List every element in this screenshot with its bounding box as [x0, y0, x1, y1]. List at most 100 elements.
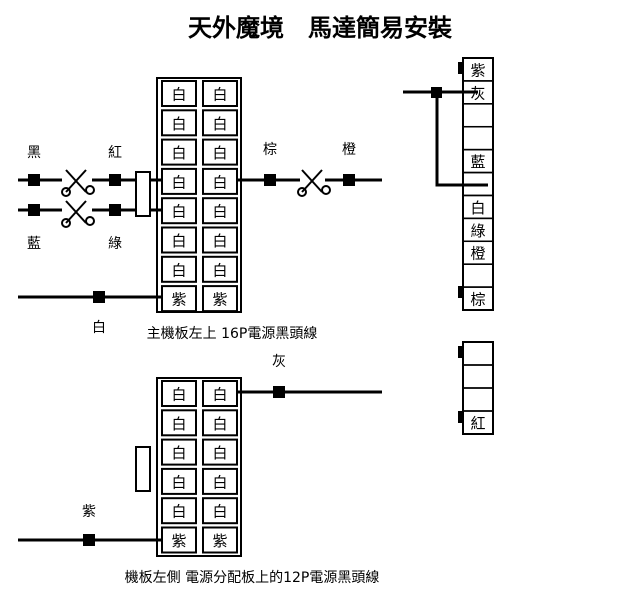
top-pin-left-label: 白 [171, 115, 186, 133]
motor-upper-pin-label: 橙 [470, 245, 485, 263]
top-pin-left-label: 白 [171, 86, 186, 104]
black-wire-label: 黑 [27, 145, 41, 161]
gray-wire-label: 灰 [272, 354, 286, 370]
top-pin-right-label: 白 [212, 144, 227, 162]
green-wire-label: 綠 [108, 236, 122, 252]
bottom-pin-left-label: 白 [171, 386, 186, 404]
motor-upper-tab [458, 286, 463, 298]
bottom-connector-caption: 機板左側 電源分配板上的12P電源黑頭線 [125, 570, 380, 586]
top-pin-right-cell [202, 167, 238, 195]
bottom-pin-left-cell [161, 497, 197, 525]
motor-upper-pin-cell [462, 263, 494, 288]
bottom-pin-left-label: 白 [171, 415, 186, 433]
top-pin-right-cell [202, 80, 238, 107]
bottom-pin-right-label: 白 [212, 415, 227, 433]
white-wire-label: 白 [92, 320, 106, 336]
brown-wire-terminal [264, 174, 276, 186]
scissors-icon [297, 169, 331, 197]
red-wire-label: 紅 [108, 145, 122, 161]
motor-lower-tab [458, 411, 463, 423]
top-pin-right-cell [202, 109, 238, 137]
top-connector-caption: 主機板左上 16P電源黑頭線 [147, 326, 318, 342]
top-pin-right-label: 白 [212, 203, 227, 221]
bottom-pin-right-cell [202, 409, 238, 437]
top-pin-left-cell [161, 226, 197, 254]
bottom-pin-left-cell [161, 409, 197, 437]
bottom-pin-left-label: 白 [171, 473, 186, 491]
motor-lower-pin-label: 紅 [470, 415, 485, 433]
bottom-pin-right-label: 紫 [212, 532, 227, 550]
top-pin-right-cell [202, 285, 238, 313]
bottom-pin-right-cell [202, 497, 238, 525]
top-pin-right-cell [202, 255, 238, 283]
top-pin-left-label: 白 [171, 203, 186, 221]
top-pin-left-cell [161, 109, 197, 137]
motor-lower-tab [458, 346, 463, 358]
top-pin-left-label: 白 [171, 144, 186, 162]
top-pin-left-cell [161, 80, 197, 107]
orange-wire-label: 橙 [342, 142, 356, 158]
scissors-icon [61, 169, 95, 197]
motor-upper-pin-label: 白 [470, 199, 485, 217]
blue-wire-label: 藍 [27, 236, 41, 252]
white-wire-terminal [93, 291, 105, 303]
motor-lower-pin-cell [462, 364, 494, 389]
green-wire-terminal [109, 204, 121, 216]
blue-wire-terminal [28, 204, 40, 216]
bottom-pin-left-label: 白 [171, 503, 186, 521]
gray-wire-terminal [273, 386, 285, 398]
brown-wire-label: 棕 [263, 142, 277, 158]
top-pin-left-label: 白 [171, 173, 186, 191]
orange-wire-terminal [343, 174, 355, 186]
motor-upper-pin-cell [462, 125, 494, 151]
top-pin-right-label: 白 [212, 261, 227, 279]
jumper-terminal [431, 87, 442, 98]
top-pin-right-cell [202, 138, 238, 166]
top-pin-left-label: 白 [171, 232, 186, 250]
bottom-pin-left-label: 紫 [171, 532, 186, 550]
top-pin-left-label: 紫 [171, 291, 186, 309]
bottom-pin-right-label: 白 [212, 444, 227, 462]
bottom-pin-right-cell [202, 526, 238, 554]
red-wire-terminal [109, 174, 121, 186]
top-pin-left-cell [161, 285, 197, 313]
purple-wire-terminal [83, 534, 95, 546]
bottom-pin-left-label: 白 [171, 444, 186, 462]
top-connector-key [135, 171, 151, 217]
top-pin-right-label: 白 [212, 173, 227, 191]
top-pin-left-label: 白 [171, 261, 186, 279]
top-pin-right-label: 白 [212, 115, 227, 133]
motor-upper-pin-label: 棕 [470, 291, 485, 309]
top-pin-left-cell [161, 255, 197, 283]
motor-lower-pin-cell [462, 387, 494, 412]
purple-wire-label: 紫 [82, 504, 96, 520]
bottom-pin-right-label: 白 [212, 473, 227, 491]
bottom-pin-right-label: 白 [212, 503, 227, 521]
top-pin-right-label: 紫 [212, 291, 227, 309]
bottom-connector-key [135, 446, 151, 492]
diagram-title: 天外魔境 馬達簡易安裝 [188, 14, 453, 42]
top-pin-left-cell [161, 138, 197, 166]
bottom-pin-right-cell [202, 467, 238, 495]
black-wire-terminal [28, 174, 40, 186]
motor-upper-pin-label: 藍 [470, 153, 485, 171]
bottom-pin-left-cell [161, 438, 197, 466]
bottom-pin-left-cell [161, 467, 197, 495]
motor-upper-tab [458, 62, 463, 74]
motor-upper-pin-cell [462, 103, 494, 128]
motor-lower-pin-cell [462, 341, 494, 366]
motor-upper-pin-label: 綠 [470, 222, 485, 240]
bottom-pin-right-cell [202, 438, 238, 466]
top-pin-right-label: 白 [212, 86, 227, 104]
motor-upper-pin-label: 紫 [470, 61, 485, 79]
bottom-pin-left-cell [161, 526, 197, 554]
top-pin-right-label: 白 [212, 232, 227, 250]
